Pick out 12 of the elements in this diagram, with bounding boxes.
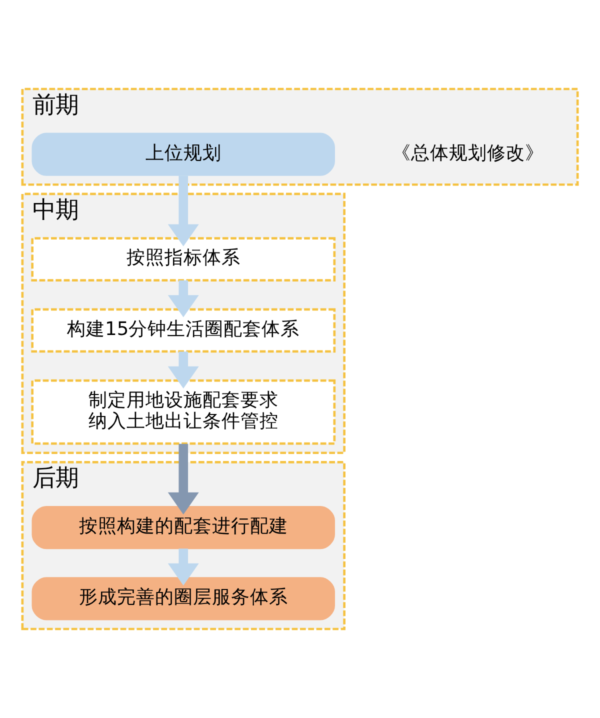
arrow [168, 444, 199, 515]
node-box: 制定用地设施配套要求 纳入土地出让条件管控 [31, 379, 336, 445]
arrow [168, 352, 199, 389]
node-box: 按照构建的配套进行配建 [32, 506, 335, 550]
node-label: 《总体规划修改》 [392, 142, 544, 164]
arrow [168, 548, 199, 586]
arrow [168, 280, 199, 318]
node-box: 上位规划 [32, 132, 335, 176]
node-box: 形成完善的圈层服务体系 [32, 577, 335, 620]
arrow [168, 176, 199, 246]
node-box: 按照指标体系 [31, 237, 336, 282]
node-box: 构建15分钟生活圈配套体系 [31, 308, 336, 353]
